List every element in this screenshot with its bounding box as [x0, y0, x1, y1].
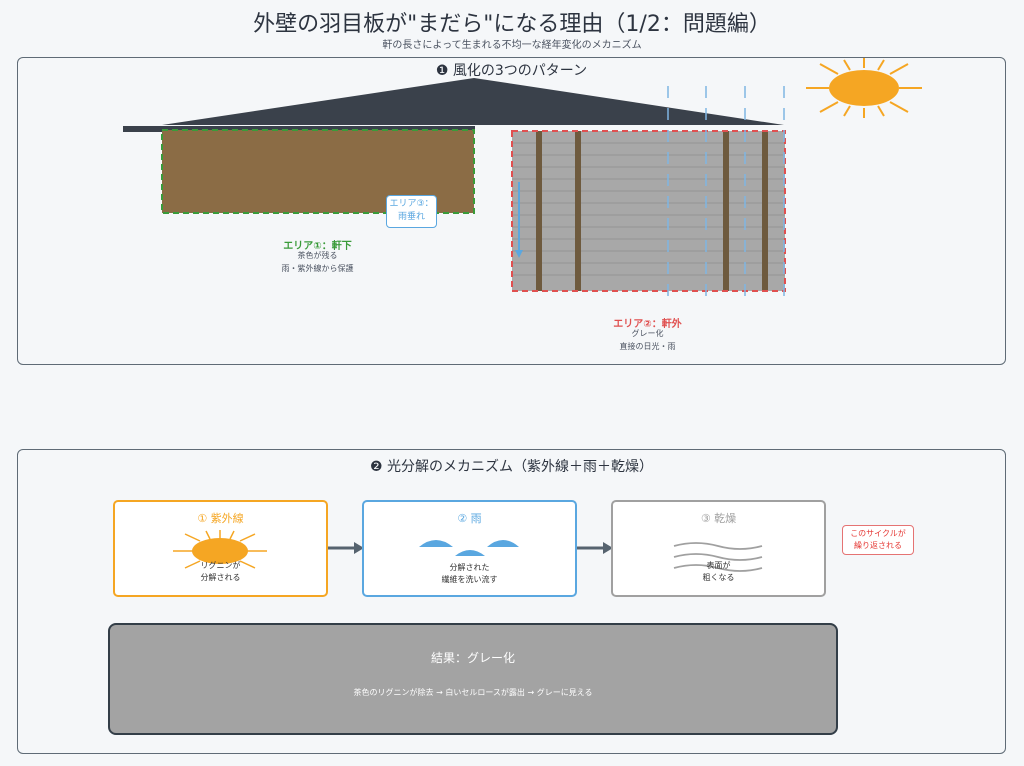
- step-dry-desc-overlay: 表面が 粗くなる: [611, 560, 826, 584]
- result-desc: 茶色のリグニンが除去 → 白いセルロースが露出 → グレーに見える: [353, 688, 593, 697]
- exposed-wall: [512, 131, 785, 291]
- section1-title: ❶ 風化の3つのパターン: [435, 63, 588, 79]
- step-rain-desc: 分解された 繊維を洗い流す: [364, 562, 575, 586]
- step-rain-box: ② 雨 分解された 繊維を洗い流す: [362, 500, 577, 597]
- page-title: 外壁の羽目板が"まだら"になる理由（1/2：問題編）: [253, 12, 771, 37]
- batten-1: [536, 131, 542, 291]
- section2-title: ❷ 光分解のメカニズム（紫外線＋雨＋乾燥）: [370, 459, 653, 475]
- cycle-note: このサイクルが 繰り返される: [842, 525, 914, 555]
- area3-badge: エリア③： 雨垂れ: [386, 195, 437, 228]
- step-dry-desc1-overlay: 表面が: [706, 561, 731, 570]
- page-subtitle: 軒の長さによって生まれる不均一な経年変化のメカニズム: [382, 40, 642, 51]
- flow-arrow-1-head: [354, 542, 364, 554]
- area2-title: エリア②：軒外: [613, 319, 682, 330]
- rain-lines: [667, 86, 785, 300]
- cycle-line1: このサイクルが: [850, 529, 906, 538]
- sun-icon: [806, 58, 922, 118]
- step-dry-desc2-overlay: 粗くなる: [702, 573, 735, 582]
- step-uv-desc1-overlay: リグニンが: [200, 561, 241, 570]
- wall-boards: [512, 142, 785, 276]
- area1-title: エリア①：軒下: [283, 241, 352, 252]
- cycle-line2: 繰り返される: [854, 541, 902, 550]
- area2-line1: グレー化: [631, 329, 664, 338]
- area3-title: エリア③：: [389, 199, 434, 209]
- sun-disc: [829, 70, 899, 106]
- area1-label: エリア①：軒下 茶色が残る 雨・紫外線から保護: [250, 240, 385, 275]
- roof: [162, 78, 784, 125]
- flow-arrow-2-head: [603, 542, 613, 554]
- step-uv-desc2-overlay: 分解される: [200, 573, 241, 582]
- result-title: 結果：グレー化: [430, 651, 515, 665]
- batten-2: [575, 131, 581, 291]
- step-dry-title: ③ 乾燥: [700, 512, 737, 525]
- eave-beam: [123, 126, 475, 132]
- step-uv-desc-overlay: リグニンが 分解される: [113, 560, 328, 584]
- area1-line2: 雨・紫外線から保護: [281, 264, 354, 273]
- area1-line1: 茶色が残る: [297, 251, 338, 260]
- batten-4: [762, 131, 768, 291]
- area3-line1: 雨垂れ: [397, 212, 425, 222]
- step-uv-title: ① 紫外線: [197, 512, 244, 525]
- exposed-wall-border: [511, 130, 786, 292]
- step-rain-title: ② 雨: [457, 512, 482, 525]
- step-rain-desc2: 繊維を洗い流す: [441, 575, 498, 584]
- area2-line2: 直接の日光・雨: [619, 342, 676, 351]
- area2-label: エリア②：軒外 グレー化 直接の日光・雨: [580, 318, 715, 353]
- result-box: 結果：グレー化 茶色のリグニンが除去 → 白いセルロースが露出 → グレーに見え…: [108, 623, 838, 735]
- step-rain-desc1: 分解された: [449, 563, 490, 572]
- drip-arrow-head: [515, 250, 523, 258]
- batten-3: [723, 131, 729, 291]
